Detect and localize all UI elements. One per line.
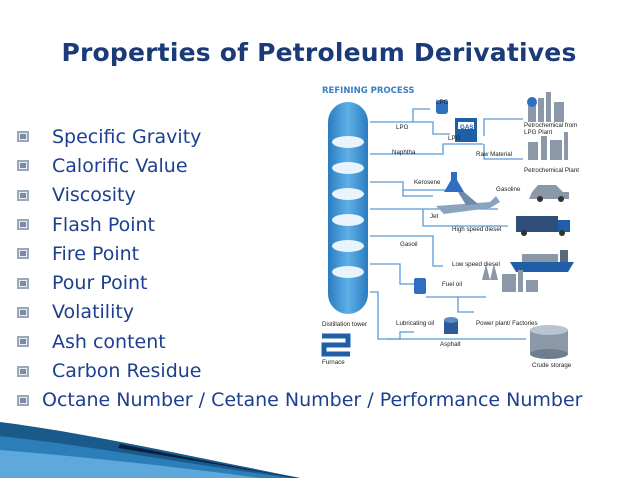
crude-storage-tank-icon [530, 325, 568, 359]
label-lpg-left: LPG [396, 124, 409, 131]
label-jet: Jet [430, 213, 439, 220]
label-gas: GAS [460, 124, 474, 131]
bullet-box-icon [17, 160, 29, 172]
label-furnace: Furnace [322, 359, 345, 366]
flow-lines [370, 108, 526, 340]
petrochemical-plant-lpg-icon [527, 92, 564, 122]
list-item-text: Specific Gravity [52, 125, 202, 148]
label-low-speed-diesel: Low speed diesel [452, 261, 500, 268]
list-item-text: Octane Number / Cetane Number / Performa… [42, 389, 583, 412]
label-lubricating-oil: Lubricating oil [396, 320, 435, 327]
refining-process-diagram [321, 92, 574, 359]
bullet-box-icon [17, 306, 29, 318]
diagram-title: REFINING PROCESS [322, 86, 415, 96]
bullet-box-icon [17, 394, 29, 406]
list-item: Fire Point [16, 239, 582, 268]
bullet-box-icon [17, 336, 29, 348]
power-plant-icon [482, 264, 538, 292]
label-asphalt: Asphalt [440, 341, 461, 348]
label-naphtha: Naphtha [392, 149, 416, 156]
label-raw-material: Raw Material [476, 151, 513, 158]
list-item-text: Volatility [52, 301, 135, 324]
list-item-text: Calorific Value [52, 154, 188, 177]
bullet-box-icon [17, 365, 29, 377]
list-item: Ash content [16, 327, 582, 356]
list-item: Volatility [16, 298, 582, 327]
label-petrochemical-lpg: Petrochemical from LPG Plant [524, 122, 578, 136]
ship-icon [510, 250, 574, 272]
list-item: Pour Point [16, 268, 582, 297]
label-power-plant: Power plant/ Factories [476, 320, 538, 327]
list-item: Specific Gravity [16, 122, 582, 151]
bullet-box-icon [17, 189, 29, 201]
list-item: Calorific Value [16, 151, 582, 180]
label-distillation-tower: Distillation tower [322, 321, 368, 328]
list-item-text: Fire Point [52, 242, 140, 265]
lpg-tank-icon [436, 100, 448, 114]
decorative-swoosh [0, 422, 300, 478]
label-high-speed-diesel: High speed diesel [452, 226, 502, 233]
list-item-text: Ash content [52, 330, 166, 353]
label-lpg-mid: LPG [448, 135, 461, 142]
list-item: Viscosity [16, 181, 582, 210]
label-crude-storage: Crude storage [532, 362, 572, 369]
list-item: Flash Point [16, 210, 582, 239]
label-gasoline: Gasoline [496, 186, 521, 193]
list-item: Octane Number / Cetane Number / Performa… [16, 386, 582, 415]
list-item-text: Viscosity [52, 184, 136, 207]
bullet-box-icon [17, 219, 29, 231]
list-item: Carbon Residue [16, 356, 582, 385]
asphalt-barrel-icon [444, 317, 458, 334]
label-petrochemical-plant: Petrochemical Plant [524, 167, 580, 174]
kerosene-flask-icon [444, 172, 464, 192]
distillation-tower-icon [328, 102, 368, 314]
label-lpg-top: LPG [436, 99, 449, 106]
gas-station-icon [455, 118, 477, 142]
lubricating-oil-icon [414, 278, 426, 294]
bullet-box-icon [17, 277, 29, 289]
label-gasoil: Gasoil [400, 241, 418, 248]
list-item-text: Pour Point [52, 272, 148, 295]
bullet-box-icon [17, 131, 29, 143]
list-item-text: Carbon Residue [52, 360, 202, 383]
truck-icon [516, 216, 570, 236]
slide-title: Properties of Petroleum Derivatives [61, 38, 577, 67]
bullet-box-icon [17, 248, 29, 260]
label-kerosene: Kerosene [414, 179, 441, 186]
property-list: Specific Gravity Calorific Value Viscosi… [16, 122, 582, 415]
label-fuel-oil: Fuel oil [442, 281, 462, 288]
petrochemical-plant-icon [528, 132, 568, 160]
jet-airplane-icon [436, 192, 500, 214]
furnace-icon [321, 333, 351, 357]
car-icon [529, 185, 569, 202]
list-item-text: Flash Point [52, 213, 156, 236]
